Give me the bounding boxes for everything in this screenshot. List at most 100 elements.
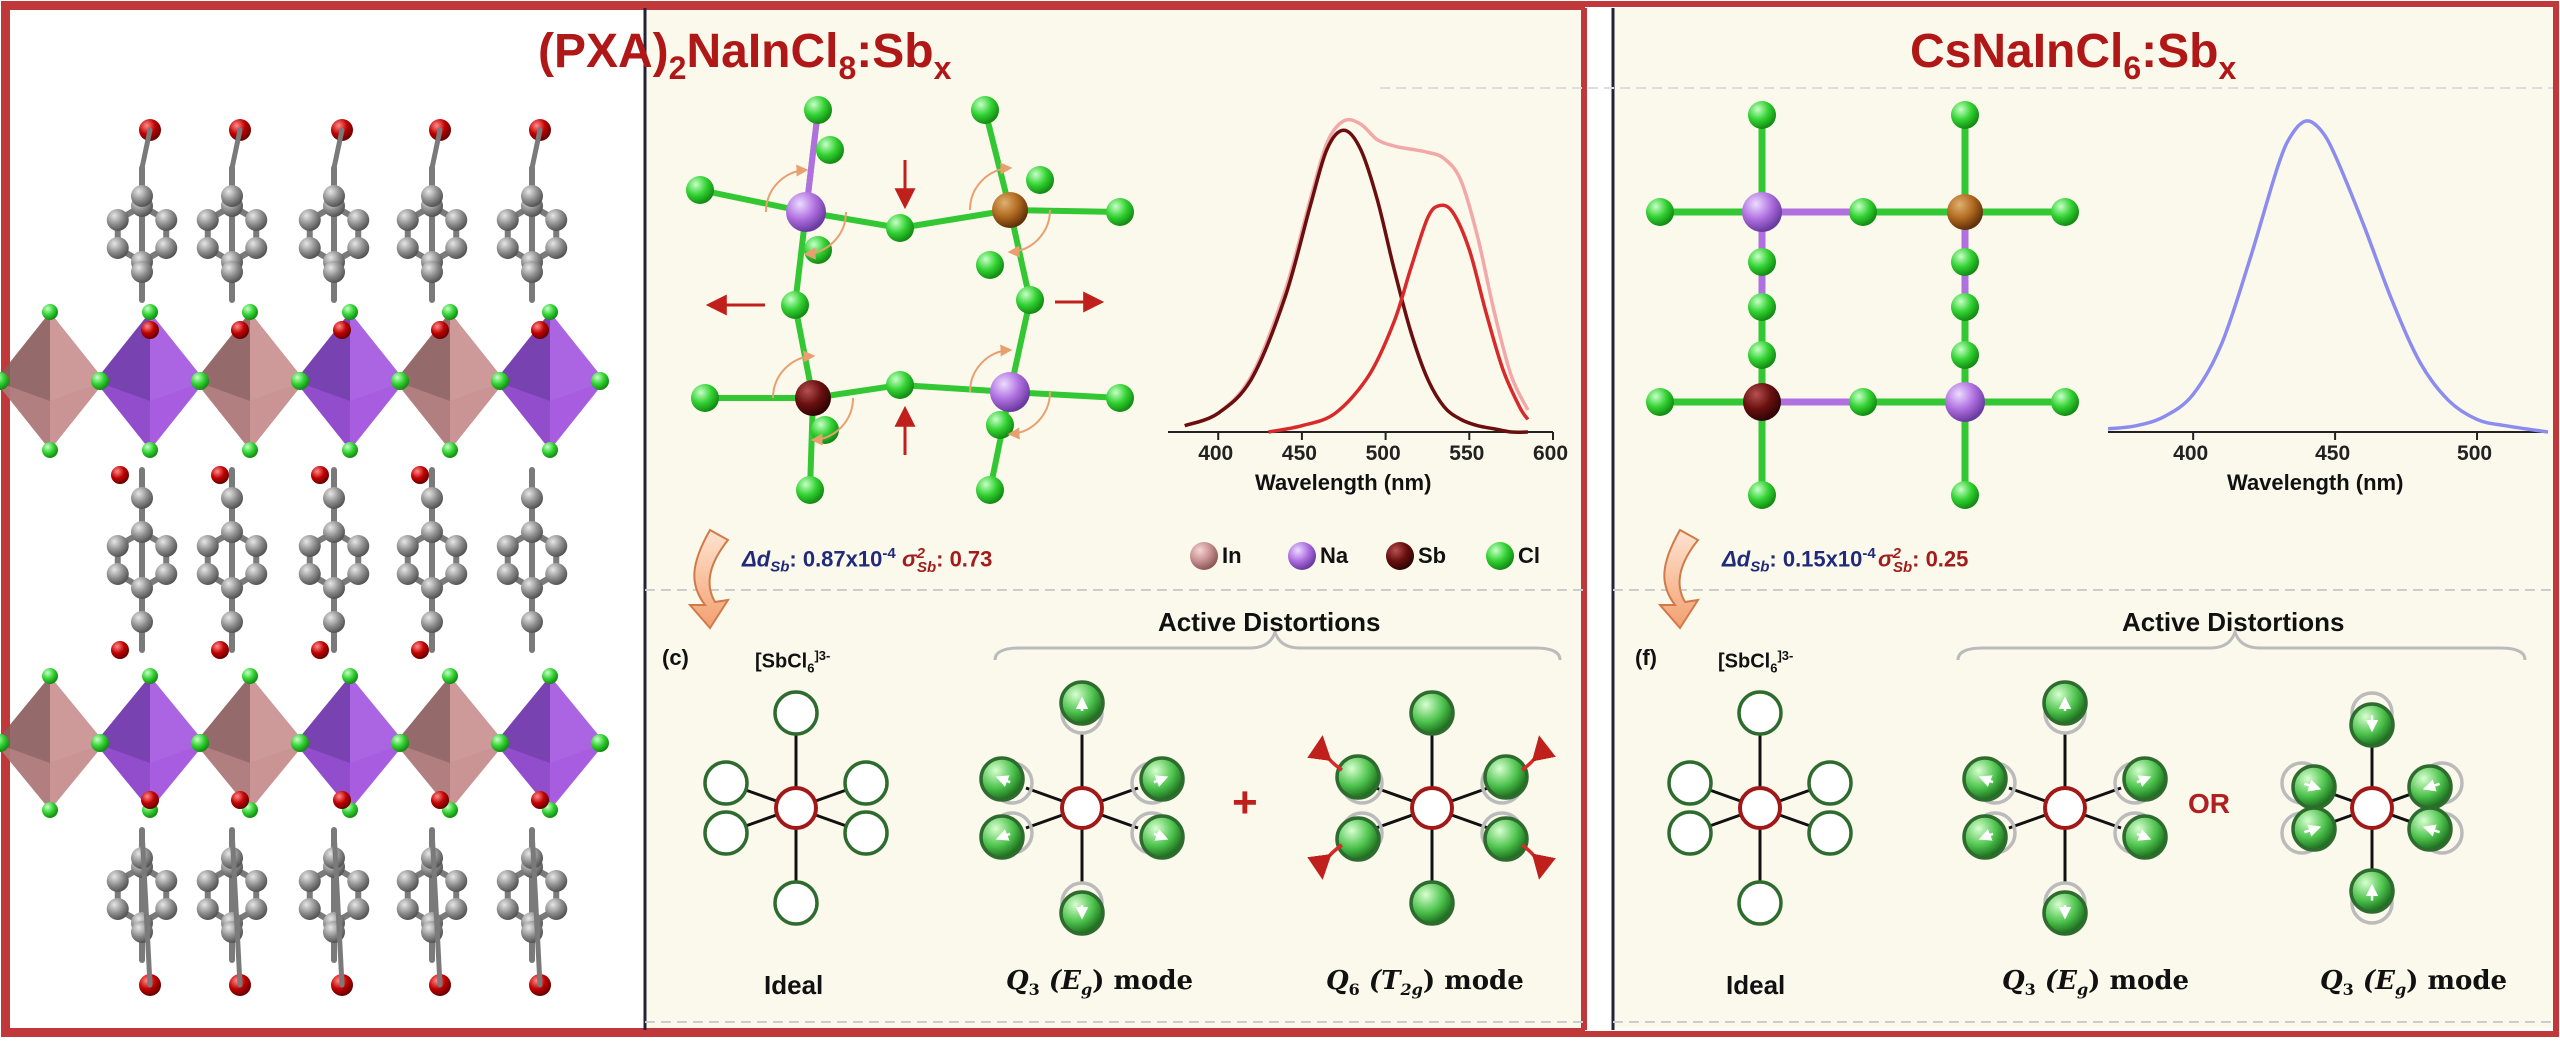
displacement-arrow — [2422, 824, 2440, 837]
carbon-atom — [245, 870, 268, 892]
cl-atom — [42, 668, 58, 684]
carbon-atom — [545, 237, 568, 259]
cl-ligand — [1667, 810, 1713, 856]
oxygen-atom — [111, 641, 129, 659]
cl-ligand — [843, 810, 889, 856]
rotation-arrow — [764, 164, 809, 213]
series-line-1 — [1184, 128, 1528, 434]
cl-ligand — [703, 810, 749, 856]
cl-atom — [342, 442, 358, 458]
cl-ligand — [1409, 880, 1455, 926]
carbon-atom — [298, 535, 321, 557]
carbon-atom — [396, 237, 419, 259]
rotation-arrow — [968, 344, 1013, 393]
cl-atom — [391, 734, 409, 752]
octahedron-face — [0, 743, 105, 810]
carbon-atom — [347, 209, 370, 231]
carbon-atom — [396, 898, 419, 920]
carbon-atom — [131, 577, 153, 599]
carbon-atom — [521, 521, 543, 543]
sb-center — [774, 786, 818, 830]
carbon-atom — [221, 487, 243, 509]
bond — [139, 127, 153, 171]
carbon-atom — [106, 870, 129, 892]
carbon-atom — [196, 535, 219, 557]
cl-atom — [291, 734, 309, 752]
legend-label-cl: Cl — [1518, 543, 1540, 568]
cl-atom — [886, 214, 914, 242]
carbon-atom — [323, 611, 345, 633]
carbon-atom — [323, 261, 345, 283]
cl-atom — [491, 372, 509, 390]
oxygen-atom — [333, 321, 351, 339]
carbon-atom — [496, 870, 519, 892]
x-tick-label: 600 — [1533, 442, 1569, 465]
delta-metric-right: ΔdSb: 0.15x10-4 — [1722, 545, 1876, 576]
na-atom — [990, 372, 1030, 412]
cl-atom — [686, 176, 714, 204]
oxygen-atom — [333, 791, 351, 809]
cl-atom — [1748, 101, 1776, 129]
panel-letter-f: (f) — [1635, 645, 1657, 670]
cl-ligand — [1737, 690, 1783, 736]
legend-atom-sb — [1386, 542, 1414, 570]
cl-atom — [2051, 388, 2079, 416]
carbon-atom — [131, 185, 153, 207]
cl-atom — [1016, 286, 1044, 314]
carbon-atom — [347, 535, 370, 557]
carbon-atom — [196, 870, 219, 892]
cl-ligand — [1807, 760, 1853, 806]
active-distortions-right: Active Distortions — [2122, 607, 2345, 637]
displacement-arrow — [1978, 775, 1994, 787]
carbon-atom — [421, 521, 443, 543]
mode-q3-left: Q3 (Eg) mode — [1006, 966, 1194, 1000]
sigma-metric-right: σ2Sb: 0.25 — [1878, 545, 1969, 576]
carbon-atom — [445, 535, 468, 557]
rotation-arrow — [1307, 843, 1343, 880]
carbon-atom — [545, 898, 568, 920]
carbon-atom — [245, 563, 268, 585]
xlabel-left: Wavelength (nm) — [1255, 470, 1432, 495]
carbon-atom — [131, 261, 153, 283]
carbon-atom — [245, 898, 268, 920]
displacement-arrow — [995, 829, 1011, 841]
carbon-atom — [298, 209, 321, 231]
octahedron-face — [95, 743, 205, 810]
sigma-metric-left: σ2Sb: 0.73 — [902, 545, 993, 576]
carbon-atom — [445, 870, 468, 892]
oxygen-atom — [411, 641, 429, 659]
cl-atom — [976, 476, 1004, 504]
cl-atom — [242, 442, 258, 458]
na-atom — [1945, 382, 1985, 422]
cl-atom — [442, 668, 458, 684]
in-atom — [992, 192, 1028, 228]
cl-atom — [1748, 481, 1776, 509]
cl-atom — [442, 442, 458, 458]
emission-chart-left — [1168, 117, 1554, 440]
series-line-0 — [1184, 117, 1530, 428]
cl-atom — [342, 304, 358, 320]
cl-ligand — [1807, 810, 1853, 856]
cl-atom — [91, 372, 109, 390]
legend-atom-in — [1190, 542, 1218, 570]
carbon-atom — [131, 611, 153, 633]
cl-atom — [191, 734, 209, 752]
ideal-label-right: Ideal — [1726, 970, 1786, 1000]
cl-atom — [242, 304, 258, 320]
bond — [429, 127, 443, 171]
carbon-atom — [106, 563, 129, 585]
oxygen-atom — [531, 791, 549, 809]
carbon-atom — [323, 521, 345, 543]
carbon-atom — [196, 209, 219, 231]
carbon-atom — [298, 898, 321, 920]
oxygen-atom — [141, 321, 159, 339]
carbon-atom — [521, 185, 543, 207]
cl-atom — [1951, 293, 1979, 321]
bond — [139, 827, 153, 988]
cl-atom — [816, 136, 844, 164]
carbon-atom — [545, 870, 568, 892]
displacement-arrow — [2304, 779, 2322, 792]
sb-center — [2350, 786, 2394, 830]
series-line-2 — [1268, 203, 1530, 434]
